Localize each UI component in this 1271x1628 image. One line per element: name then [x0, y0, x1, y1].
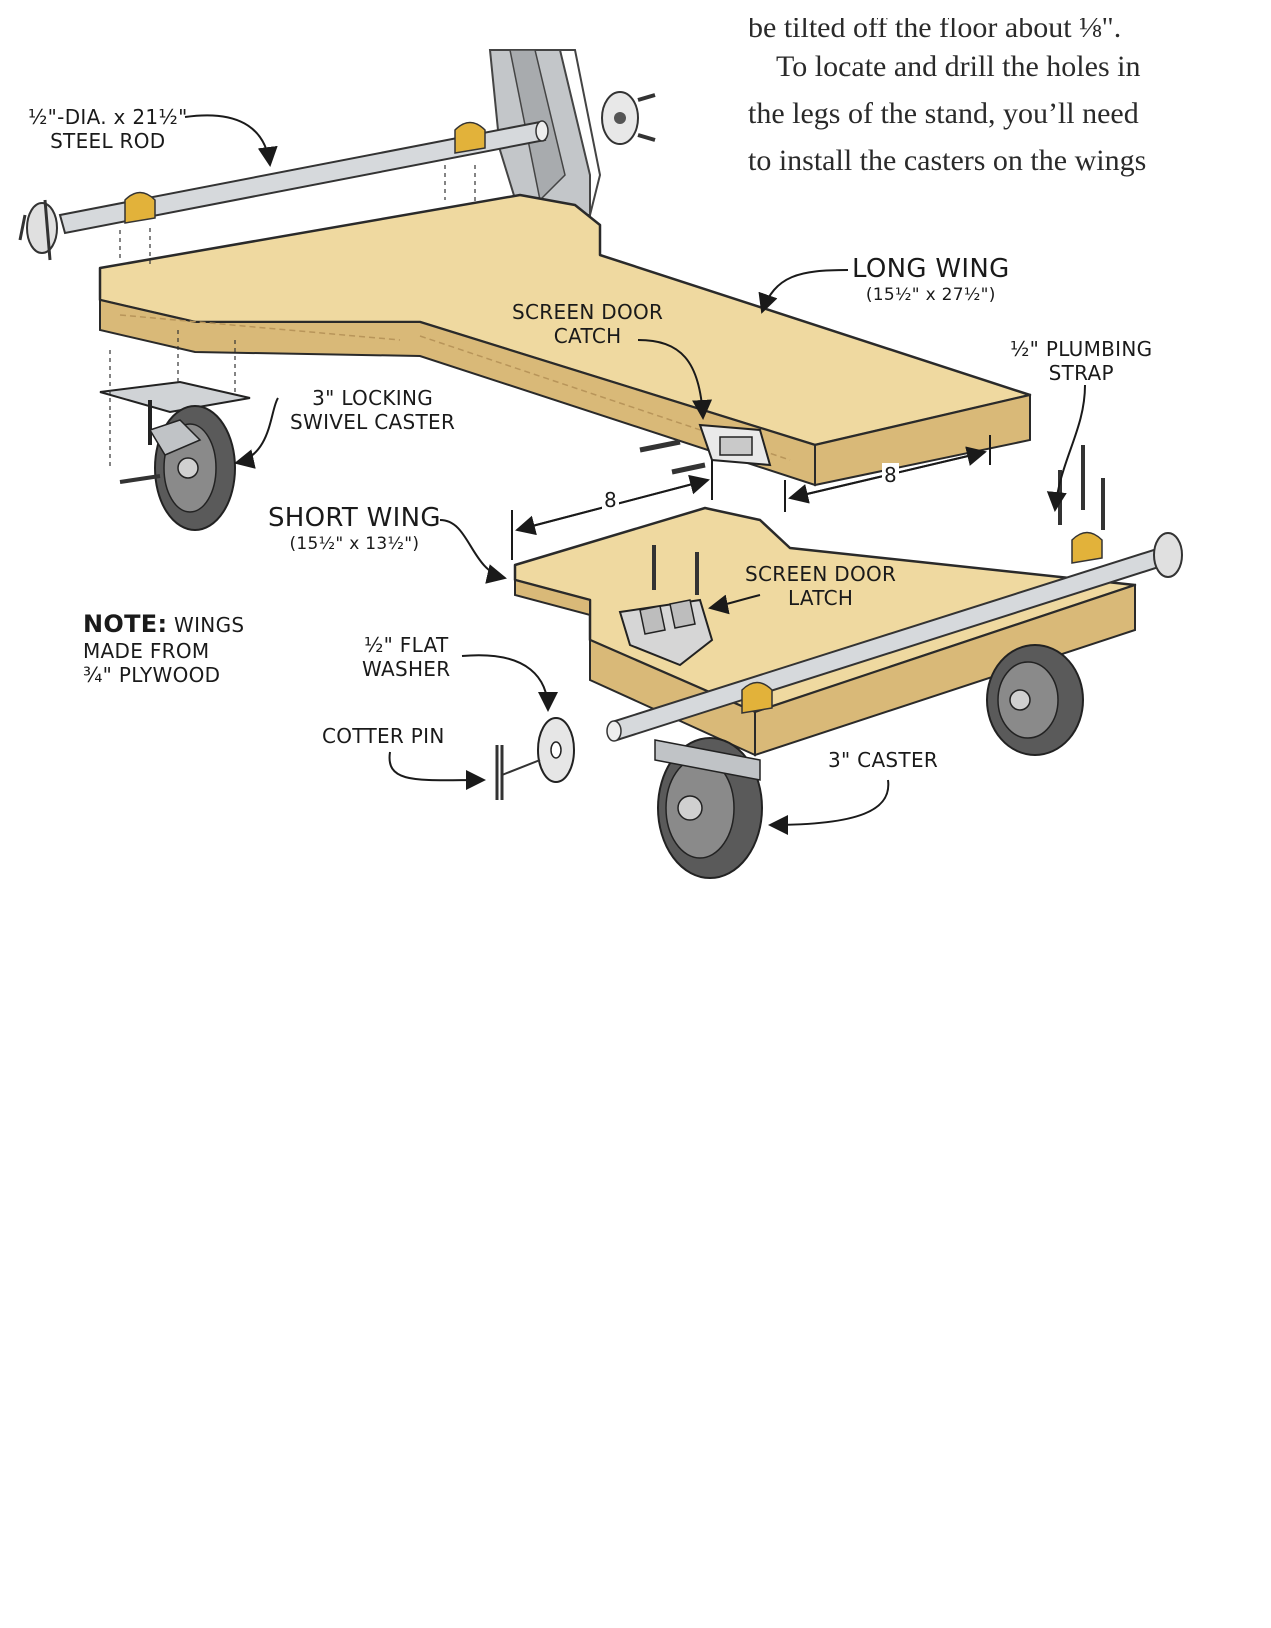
flat-washer	[537, 717, 575, 783]
cotter-pin-label: COTTER PIN	[322, 724, 445, 748]
catch-name-2: CATCH	[553, 324, 622, 348]
swivel-caster-label: 3" LOCKING SWIVEL CASTER	[290, 386, 455, 434]
front-caster	[654, 737, 763, 879]
dimension-short-value: 8	[604, 488, 618, 512]
latch-name-1: SCREEN DOOR	[745, 562, 897, 586]
latch-name-2: LATCH	[787, 586, 854, 610]
caster-label: 3" CASTER	[828, 748, 938, 772]
dimension-long-value: 8	[884, 463, 898, 487]
cut-line: be tilted off the floor about ⅛".	[748, 18, 1122, 43]
swivel-caster-size: 3" LOCKING	[312, 386, 434, 410]
swivel-caster	[99, 330, 251, 531]
short-wing-size: (15½" x 13½")	[289, 534, 420, 555]
short-wing-label: SHORT WING (15½" x 13½")	[268, 503, 441, 555]
catch-label: SCREEN DOOR CATCH	[512, 300, 663, 348]
washer-size: ½" FLAT	[363, 633, 449, 657]
washer-name: WASHER	[362, 657, 451, 681]
body-line-2: the legs of the stand, you’ll need	[748, 97, 1139, 130]
screen-door-latch	[618, 545, 714, 667]
body-text: be tilted off the floor about ⅛". To loc…	[748, 18, 1147, 184]
steel-rod-size: ½"-DIA. x 21½"	[28, 105, 188, 129]
short-wing-name: SHORT WING	[268, 503, 441, 533]
long-wing-size: (15½" x 27½")	[865, 285, 996, 306]
latch-label: SCREEN DOOR LATCH	[745, 562, 896, 610]
plumbing-strap-name: STRAP	[1048, 361, 1114, 385]
screen-door-catch	[639, 423, 772, 475]
plumbing-strap-size: ½" PLUMBING	[1010, 337, 1153, 361]
long-steel-rod	[18, 120, 549, 265]
catch-name-1: SCREEN DOOR	[512, 300, 664, 324]
long-wing	[98, 193, 1032, 487]
short-steel-rod	[606, 445, 1183, 742]
cotter-pin	[495, 745, 541, 800]
dimension-label-short: 8	[602, 488, 620, 512]
steel-rod-name: STEEL ROD	[50, 129, 166, 153]
body-line-3: to install the casters on the wings	[748, 144, 1147, 177]
washer-label: ½" FLAT WASHER	[362, 633, 450, 681]
long-wing-label: LONG WING (15½" x 27½")	[852, 254, 1010, 306]
note-line-2: MADE FROM	[83, 638, 210, 663]
steel-rod-label: ½"-DIA. x 21½" STEEL ROD	[28, 105, 188, 153]
note-line-1: WINGS	[174, 613, 245, 637]
cotter-pin-name: COTTER PIN	[322, 724, 445, 748]
caster-name: 3" CASTER	[828, 748, 939, 772]
long-wing-name: LONG WING	[852, 254, 1010, 284]
plumbing-strap-label: ½" PLUMBING STRAP	[1010, 337, 1152, 385]
note-heading: NOTE:	[83, 610, 168, 638]
swivel-caster-name: SWIVEL CASTER	[290, 410, 456, 434]
rear-caster	[986, 644, 1084, 756]
body-line-1: To locate and drill the holes in	[776, 50, 1141, 83]
plywood-note: NOTE: WINGS MADE FROM ¾" PLYWOOD	[83, 610, 244, 687]
leader-lines	[184, 114, 1086, 835]
note-line-3: ¾" PLYWOOD	[83, 662, 221, 687]
leg-knob	[601, 91, 656, 145]
dimension-label-long: 8	[882, 463, 900, 487]
